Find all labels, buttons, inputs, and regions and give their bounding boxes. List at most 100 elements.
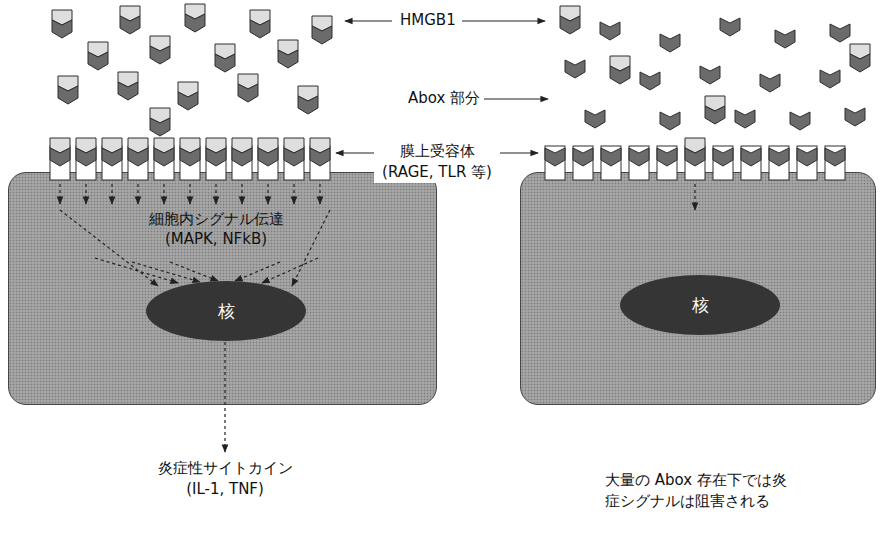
signal-arrow: [241, 184, 242, 204]
hmgb1-molecule: [88, 42, 108, 70]
abox-fragment: [760, 74, 780, 92]
abox-fragment: [565, 60, 585, 78]
abox-fragment: [775, 30, 795, 48]
molecules: [50, 4, 870, 166]
hmgb1-molecule: [238, 74, 258, 102]
nucleus-label: 核: [218, 301, 235, 321]
abox-fragment: [735, 110, 755, 128]
nucleus: 核: [146, 281, 306, 341]
hmgb1-molecule: [58, 76, 78, 104]
abox-fragment: [629, 148, 649, 166]
hmgb1-molecule: [150, 108, 170, 136]
hmgb1-molecule: [850, 44, 870, 72]
abox-fragment: [797, 148, 817, 166]
receptor: [102, 146, 122, 180]
abox-fragment: [545, 148, 565, 166]
signal-arrow: [262, 258, 318, 283]
nucleus-label: 核: [692, 295, 709, 315]
hmgb1-molecule: [284, 138, 304, 166]
hmgb1-molecule: [50, 138, 70, 166]
leader-line: [480, 152, 538, 153]
hmgb1-molecule: [258, 138, 278, 166]
hmgb1-molecule: [52, 10, 72, 38]
receptor: [206, 146, 226, 180]
hmgb1-molecule: [232, 138, 252, 166]
receptor: [154, 146, 174, 180]
receptor: [284, 146, 304, 180]
abox-fragment: [660, 112, 680, 130]
signal-arrow: [111, 184, 112, 204]
hmgb1-molecule: [150, 36, 170, 64]
signal-arrow: [85, 184, 86, 204]
signal-arrow: [170, 262, 218, 281]
hmgb1-molecule: [128, 138, 148, 166]
molecule-label: HMGB1: [400, 10, 456, 31]
abox-fragment: [660, 34, 680, 52]
signal-arrow: [235, 262, 280, 281]
receptor: [545, 146, 565, 180]
receptor: [657, 146, 677, 180]
abox-fragment: [713, 148, 733, 166]
hmgb1-molecule: [154, 138, 174, 166]
hmgb1-molecule: [705, 96, 725, 124]
leader-arrows: [336, 21, 548, 153]
receptor: [258, 146, 278, 180]
part-label: Abox 部分: [408, 88, 480, 109]
leader-line: [345, 20, 392, 21]
hmgb1-molecule: [298, 86, 318, 114]
signal-arrow: [189, 184, 190, 204]
receptor: [50, 146, 70, 180]
abox-fragment: [790, 112, 810, 130]
receptor: [601, 146, 621, 180]
receptor: [573, 146, 593, 180]
abox-fragment: [769, 148, 789, 166]
hmgb1-molecule: [120, 6, 140, 34]
receptor: [310, 146, 330, 180]
receptor: [797, 146, 817, 180]
hmgb1-molecule: [560, 6, 580, 34]
signal-arrow: [60, 210, 158, 286]
receptor: [741, 146, 761, 180]
hmgb1-molecule: [180, 138, 200, 166]
note-label: 大量の Abox 存在下では炎 症シグナルは阻害される: [605, 470, 805, 512]
abox-fragment: [845, 108, 865, 126]
hmgb1-molecule: [76, 138, 96, 166]
hmgb1-molecule: [215, 44, 235, 72]
leader-line: [462, 20, 545, 21]
signal-arrow: [132, 262, 200, 282]
signal-arrow: [59, 184, 60, 204]
signal-arrow: [163, 184, 164, 204]
signal-arrow: [293, 184, 294, 204]
leader-line: [484, 98, 548, 99]
hmgb1-molecule: [178, 82, 198, 110]
hmgb1-molecule: [102, 138, 122, 166]
membrane-receptors: [50, 146, 845, 180]
receptor: [180, 146, 200, 180]
nucleus: 核: [620, 275, 780, 335]
signal-arrow: [292, 210, 330, 286]
receptor: [713, 146, 733, 180]
hmgb1-molecule: [278, 40, 298, 68]
receptor: [629, 146, 649, 180]
cell-body: 細胞内シグナル伝達 (MAPK, NFkB) 核: [8, 172, 437, 405]
signal-arrow: [267, 184, 268, 204]
signal-arrow: [224, 342, 225, 452]
receptor: [685, 146, 705, 180]
hmgb1-molecule: [206, 138, 226, 166]
abox-fragment: [700, 66, 720, 84]
receptor: [825, 146, 845, 180]
receptor: [76, 146, 96, 180]
abox-fragment: [585, 110, 605, 128]
receptor: [232, 146, 252, 180]
abox-fragment: [601, 148, 621, 166]
abox-fragment: [820, 70, 840, 88]
hmgb1-molecule: [310, 138, 330, 166]
hmgb1-molecule: [118, 72, 138, 100]
cytokine-label: 炎症性サイトカイン (IL-1, TNF): [150, 458, 300, 500]
hmgb1-molecule: [250, 10, 270, 38]
signal-arrows: [60, 184, 695, 452]
abox-fragment: [600, 22, 620, 40]
hmgb1-molecule: [185, 4, 205, 32]
cell-caption: 細胞内シグナル伝達 (MAPK, NFkB): [136, 209, 296, 250]
